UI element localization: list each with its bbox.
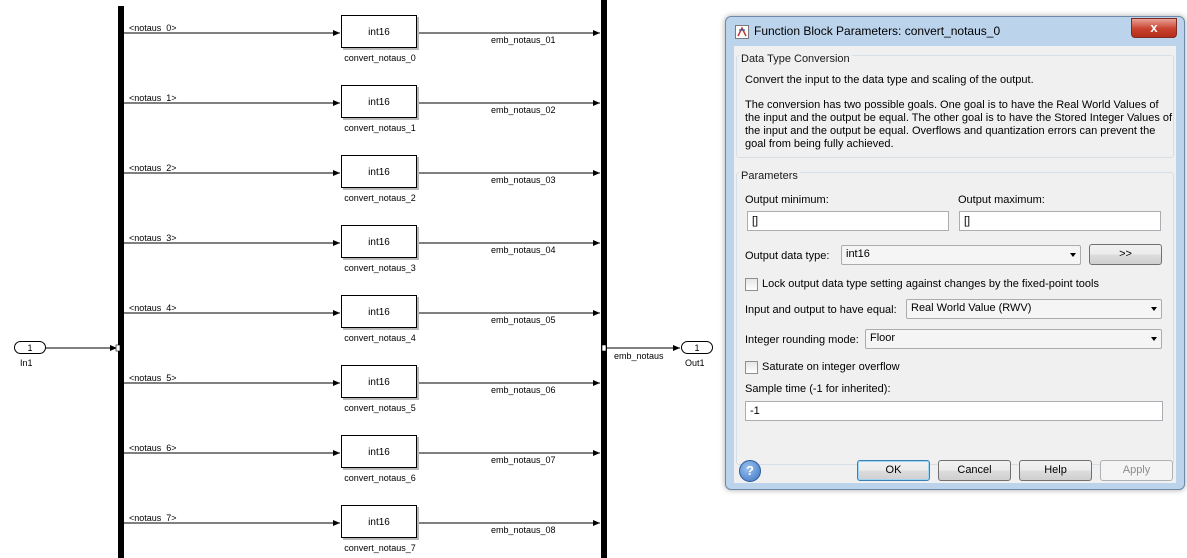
cancel-button[interactable]: Cancel [938, 460, 1011, 481]
output-signal-label: emb_notaus_06 [491, 385, 556, 395]
output-signal-label: emb_notaus_04 [491, 245, 556, 255]
input-signal-label: <notaus_4> [129, 303, 177, 313]
description-group: Data Type Conversion Convert the input t… [736, 53, 1174, 158]
simulink-canvas[interactable]: 1 In1 1 Out1 emb_notaus <notaus_0> int16 c… [0, 0, 725, 558]
lock-output-data-type-checkbox[interactable] [745, 278, 758, 291]
lock-output-data-type-label: Lock output data type setting against ch… [762, 278, 1099, 290]
bus-output-signal-label: emb_notaus [614, 351, 664, 361]
description-paragraph: The conversion has two possible goals. O… [745, 99, 1173, 150]
input-signal-label: <notaus_3> [129, 233, 177, 243]
bus-selector-bar [118, 6, 124, 558]
input-signal-label: <notaus_5> [129, 373, 177, 383]
data-type-assistant-button[interactable]: >> [1089, 244, 1162, 265]
block-name: convert_notaus_4 [344, 333, 416, 343]
outport-block[interactable]: 1 [681, 341, 713, 354]
input-output-equal-select[interactable]: Real World Value (RWV) [906, 299, 1162, 319]
section-title: Data Type Conversion [739, 53, 852, 65]
data-type-conversion-block[interactable]: int16 [341, 505, 417, 538]
dialog-titlebar[interactable]: Function Block Parameters: convert_notau… [726, 17, 1184, 45]
block-name: convert_notaus_6 [344, 473, 416, 483]
data-type-conversion-block[interactable]: int16 [341, 85, 417, 118]
sample-time-field[interactable]: -1 [745, 401, 1163, 421]
input-signal-label: <notaus_1> [129, 93, 177, 103]
output-signal-label: emb_notaus_03 [491, 175, 556, 185]
output-maximum-field[interactable]: [] [959, 211, 1161, 231]
input-output-equal-value: Real World Value (RWV) [911, 302, 1032, 314]
input-signal-label: <notaus_0> [129, 23, 177, 33]
data-type-conversion-block[interactable]: int16 [341, 225, 417, 258]
block-name: convert_notaus_5 [344, 403, 416, 413]
integer-rounding-mode-value: Floor [870, 332, 896, 344]
data-type-conversion-block[interactable]: int16 [341, 295, 417, 328]
data-type-conversion-block[interactable]: int16 [341, 155, 417, 188]
help-button[interactable]: Help [1019, 460, 1092, 481]
input-signal-label: <notaus_2> [129, 163, 177, 173]
dialog-client-area: Data Type Conversion Convert the input t… [734, 46, 1176, 483]
output-minimum-label: Output minimum: [745, 194, 829, 206]
chevron-down-icon [1151, 307, 1157, 311]
integer-rounding-mode-select[interactable]: Floor [865, 329, 1162, 349]
description-line: Convert the input to the data type and s… [745, 74, 1034, 86]
parameters-title: Parameters [739, 170, 800, 182]
block-name: convert_notaus_3 [344, 263, 416, 273]
sample-time-label: Sample time (-1 for inherited): [745, 383, 891, 395]
data-type-conversion-block[interactable]: int16 [341, 15, 417, 48]
chevron-down-icon [1151, 337, 1157, 341]
close-button[interactable]: x [1131, 18, 1177, 38]
inport-block[interactable]: 1 [14, 341, 46, 354]
output-signal-label: emb_notaus_02 [491, 105, 556, 115]
outport-name: Out1 [685, 358, 705, 368]
input-output-equal-label: Input and output to have equal: [745, 304, 897, 316]
help-icon[interactable]: ? [739, 460, 761, 482]
inport-name: In1 [20, 358, 33, 368]
block-name: convert_notaus_7 [344, 543, 416, 553]
close-icon: x [1150, 20, 1158, 35]
simulink-block-icon [735, 25, 749, 39]
output-data-type-label: Output data type: [745, 250, 830, 262]
input-signal-label: <notaus_6> [129, 443, 177, 453]
output-signal-label: emb_notaus_07 [491, 455, 556, 465]
data-type-conversion-block[interactable]: int16 [341, 435, 417, 468]
saturate-on-overflow-checkbox[interactable] [745, 361, 758, 374]
block-name: convert_notaus_0 [344, 53, 416, 63]
dialog-title: Function Block Parameters: convert_notau… [754, 24, 1001, 38]
chevron-down-icon [1070, 253, 1076, 257]
bus-creator-bar [601, 0, 607, 558]
input-signal-label: <notaus_7> [129, 513, 177, 523]
signal-lines [46, 0, 680, 558]
function-block-parameters-dialog: Function Block Parameters: convert_notau… [725, 16, 1185, 490]
ok-button[interactable]: OK [857, 460, 930, 481]
apply-button[interactable]: Apply [1100, 460, 1173, 481]
output-minimum-field[interactable]: [] [747, 211, 949, 231]
output-signal-label: emb_notaus_01 [491, 35, 556, 45]
block-name: convert_notaus_1 [344, 123, 416, 133]
data-type-conversion-block[interactable]: int16 [341, 365, 417, 398]
integer-rounding-mode-label: Integer rounding mode: [745, 334, 859, 346]
block-name: convert_notaus_2 [344, 193, 416, 203]
output-data-type-select[interactable]: int16 [841, 245, 1081, 265]
output-signal-label: emb_notaus_05 [491, 315, 556, 325]
saturate-on-overflow-label: Saturate on integer overflow [762, 361, 900, 373]
output-signal-label: emb_notaus_08 [491, 525, 556, 535]
output-maximum-label: Output maximum: [958, 194, 1045, 206]
output-data-type-value: int16 [846, 248, 870, 260]
parameters-group: Parameters Output minimum: [] Output max… [736, 170, 1174, 465]
